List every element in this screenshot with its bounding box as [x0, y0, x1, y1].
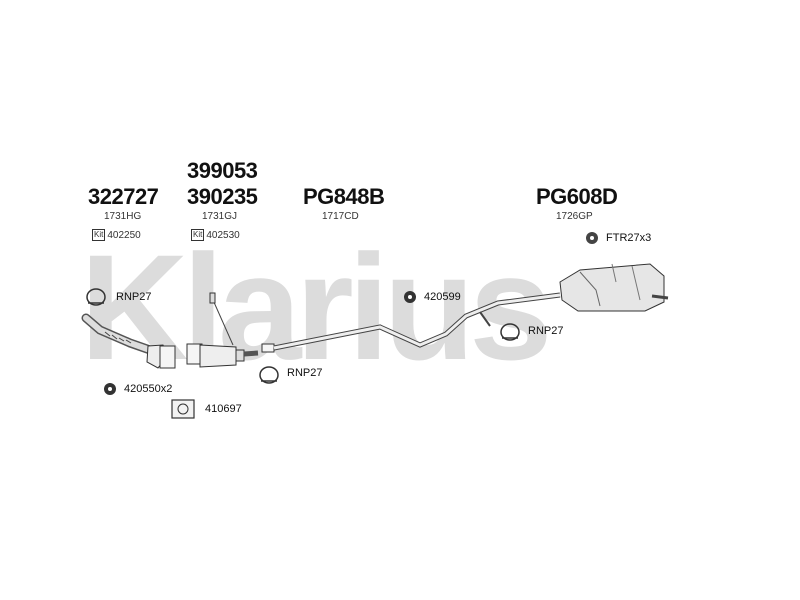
oem-code-1726gp: 1726GP — [556, 211, 593, 222]
rubber-mount-icon — [404, 291, 416, 303]
part-number-390235: 390235 — [187, 184, 258, 209]
catalytic-converter-icon — [186, 292, 245, 368]
oem-code-1731hg: 1731HG — [104, 211, 142, 222]
kit-badge: Kit — [191, 229, 205, 241]
oem-code-1731gj: 1731GJ — [202, 211, 238, 222]
label-420550: 420550x2 — [124, 383, 173, 395]
label-rnp27: RNP27 — [287, 367, 323, 379]
kit-number: 402250 — [107, 229, 141, 241]
label-ftr27: FTR27x3 — [606, 232, 652, 244]
part-number-322727: 322727 — [88, 184, 159, 209]
rear-silencer-icon — [559, 263, 669, 312]
part-number-pg848b: PG848B — [303, 184, 385, 209]
clamp-rnp27-icon — [86, 288, 106, 306]
kit-402530: Kit 402530 — [191, 229, 240, 241]
label-rnp27: RNP27 — [528, 325, 564, 337]
label-420599: 420599 — [424, 291, 461, 303]
part-number-399053: 399053 — [187, 158, 258, 183]
kit-badge: Kit — [92, 229, 106, 241]
clamp-rnp27-icon — [259, 366, 279, 384]
gasket-icon — [171, 399, 195, 419]
front-pipe-icon — [81, 313, 176, 369]
part-number-pg608d: PG608D — [536, 184, 618, 209]
label-rnp27: RNP27 — [116, 291, 152, 303]
label-410697: 410697 — [205, 403, 242, 415]
intermediate-pipe-icon — [243, 292, 561, 357]
oem-code-1717cd: 1717CD — [322, 211, 359, 222]
clamp-rnp27-icon — [500, 323, 520, 341]
rubber-mount-icon — [104, 383, 116, 395]
kit-number: 402530 — [206, 229, 240, 241]
kit-402250: Kit 402250 — [92, 229, 141, 241]
rubber-mount-icon — [586, 232, 598, 244]
